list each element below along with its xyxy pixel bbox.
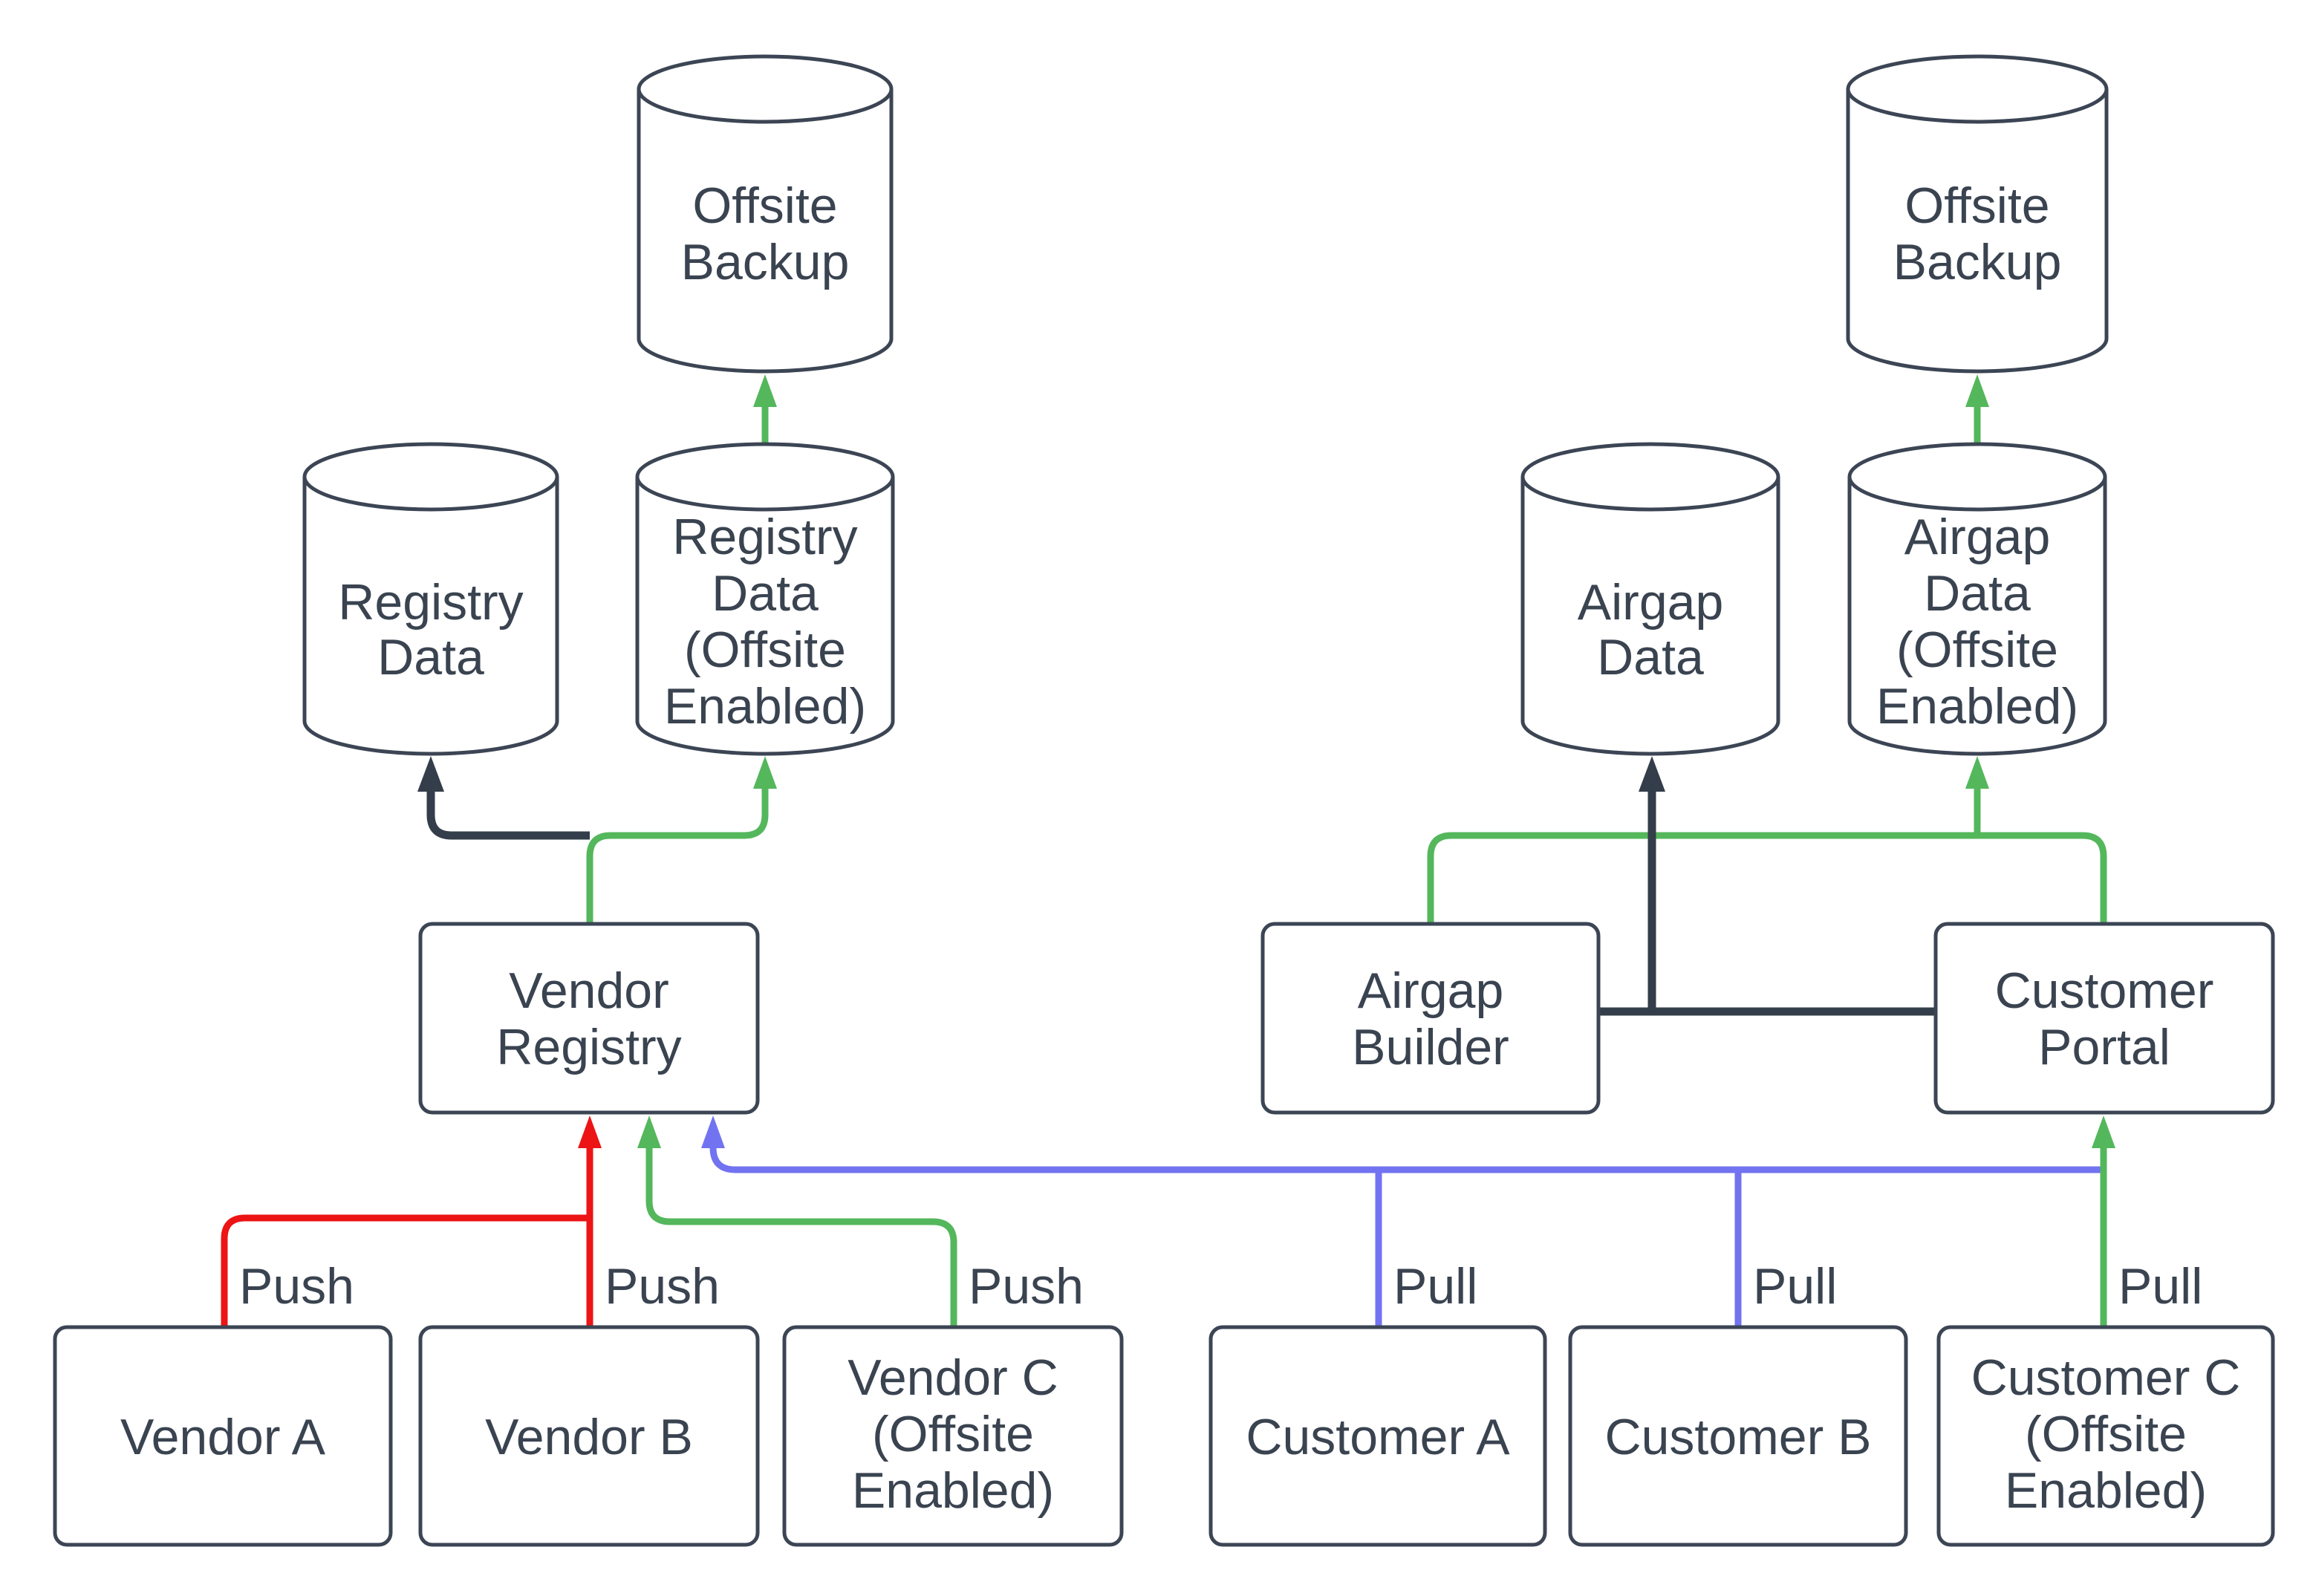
customer-portal-label: Portal	[2038, 1019, 2170, 1075]
node-customer-b: Customer B	[1568, 1325, 1908, 1547]
edge-vendor-b-push	[578, 1115, 602, 1327]
offsite-backup-right-label: Offsite	[1904, 177, 2049, 234]
edge-registry-data-offsite-line	[586, 787, 769, 924]
edge-label-pull-customer-a: Pull	[1393, 1258, 1477, 1315]
node-customer-a: Customer A	[1208, 1325, 1547, 1547]
arrowhead-into-offsite-backup-right	[1965, 374, 1989, 407]
airgap-data-offsite-cylinder	[1847, 442, 2107, 756]
edge-portal-to-builder-line	[1427, 832, 2107, 924]
arrowhead-into-customer-portal	[2092, 1115, 2115, 1148]
offsite-backup-right-label: Backup	[1893, 234, 2062, 290]
airgap-data-label: Airgap	[1578, 574, 1724, 631]
edge-pull-trunk-line	[709, 1144, 2104, 1173]
vendor-c-label: (Offsite	[872, 1406, 1034, 1462]
arrowhead-into-offsite-backup-left	[753, 374, 777, 407]
node-airgap-data: Airgap Data	[1520, 442, 1780, 756]
customer-b-label: Customer B	[1605, 1409, 1872, 1465]
vendor-c-label: Enabled)	[852, 1462, 1054, 1519]
node-airgap-builder: Airgap Builder	[1260, 922, 1601, 1115]
arrowhead-into-registry-data-offsite	[753, 756, 777, 789]
customer-b-box	[1568, 1325, 1908, 1547]
customer-portal-box	[1933, 922, 2275, 1115]
node-vendor-c: Vendor C (Offsite Enabled)	[782, 1325, 1124, 1547]
edge-registry-data-line	[426, 790, 590, 840]
arrowhead-into-vendor-registry-red	[578, 1115, 602, 1148]
vendor-registry-label: Registry	[496, 1019, 681, 1075]
registry-data-label: Data	[377, 629, 484, 685]
registry-data-offsite-label: Enabled)	[664, 678, 866, 735]
vendor-registry-box	[418, 922, 760, 1115]
node-vendor-a: Vendor A	[53, 1325, 393, 1547]
airgap-data-offsite-label: Enabled)	[1876, 678, 2078, 735]
registry-data-label: Registry	[338, 574, 523, 631]
vendor-a-box	[53, 1325, 393, 1547]
registry-data-offsite-cylinder	[635, 442, 895, 756]
customer-c-label: Customer C	[1971, 1349, 2241, 1406]
airgap-builder-label: Builder	[1352, 1019, 1509, 1075]
edge-customer-c-pull	[2092, 1115, 2115, 1327]
registry-data-cylinder	[302, 442, 559, 756]
node-customer-portal: Customer Portal	[1933, 922, 2275, 1115]
edge-to-offsite-backup-right	[1965, 374, 1989, 444]
node-vendor-registry: Vendor Registry	[418, 922, 760, 1115]
registry-data-offsite-label: Registry	[672, 509, 857, 565]
customer-a-label: Customer A	[1246, 1409, 1510, 1465]
edge-vendor-a-push-line	[221, 1214, 590, 1327]
customer-portal-label: Customer	[1995, 963, 2214, 1019]
arrowhead-into-registry-data	[417, 756, 444, 792]
node-registry-data-offsite: Registry Data (Offsite Enabled)	[635, 442, 895, 756]
edge-customers-pull-trunk	[701, 1115, 2104, 1327]
node-offsite-backup-left: Offsite Backup	[637, 54, 894, 374]
airgap-builder-box	[1260, 922, 1601, 1115]
customer-c-label: Enabled)	[2005, 1462, 2207, 1519]
edge-label-push-vendor-c: Push	[969, 1258, 1084, 1315]
airgap-data-offsite-label: Airgap	[1904, 509, 2051, 565]
vendor-c-box	[782, 1325, 1124, 1547]
offsite-backup-left-cylinder	[637, 54, 894, 374]
arrowhead-into-vendor-registry-green	[637, 1115, 661, 1148]
arrowhead-into-vendor-registry-blue	[701, 1115, 725, 1148]
edge-registry-to-registry-data-offsite	[586, 756, 777, 924]
edge-label-push-vendor-b: Push	[605, 1258, 720, 1315]
offsite-backup-right-cylinder	[1846, 54, 2109, 374]
edge-vendor-a-push	[221, 1214, 590, 1327]
airgap-data-label: Data	[1597, 629, 1704, 685]
node-offsite-backup-right: Offsite Backup	[1846, 54, 2109, 374]
offsite-backup-left-label: Backup	[681, 234, 850, 290]
airgap-builder-label: Airgap	[1358, 963, 1504, 1019]
customer-c-box	[1936, 1325, 2275, 1547]
vendor-b-box	[418, 1325, 760, 1547]
node-vendor-b: Vendor B	[418, 1325, 760, 1547]
arrowhead-into-airgap-data-offsite	[1965, 756, 1989, 789]
vendor-c-label: Vendor C	[848, 1349, 1058, 1406]
vendor-b-label: Vendor B	[485, 1409, 693, 1465]
customer-c-label: (Offsite	[2025, 1406, 2187, 1462]
vendor-registry-label: Vendor	[509, 963, 669, 1019]
edge-label-pull-customer-c: Pull	[2118, 1258, 2202, 1315]
edge-portal-green-trunk	[1427, 756, 2107, 924]
arrowhead-into-airgap-data	[1639, 756, 1665, 792]
edge-vendor-c-push	[637, 1115, 957, 1327]
customer-a-box	[1208, 1325, 1547, 1547]
edge-label-push-vendor-a: Push	[239, 1258, 354, 1315]
airgap-data-offsite-label: Data	[1924, 565, 2031, 622]
edge-vendor-c-push-line	[645, 1147, 957, 1327]
registry-data-offsite-label: Data	[712, 565, 819, 622]
edge-registry-to-registry-data	[417, 756, 590, 840]
offsite-backup-left-label: Offsite	[692, 177, 837, 234]
node-registry-data: Registry Data	[302, 442, 559, 756]
node-airgap-data-offsite: Airgap Data (Offsite Enabled)	[1847, 442, 2107, 756]
edge-builder-portal-to-airgap-data	[1598, 756, 1936, 1016]
edge-to-offsite-backup-left	[753, 374, 777, 444]
airgap-data-offsite-label: (Offsite	[1896, 622, 2058, 678]
registry-data-offsite-label: (Offsite	[684, 622, 846, 678]
edge-label-pull-customer-b: Pull	[1753, 1258, 1837, 1315]
airgap-data-cylinder	[1520, 442, 1780, 756]
vendor-a-label: Vendor A	[120, 1409, 326, 1465]
node-customer-c: Customer C (Offsite Enabled)	[1936, 1325, 2275, 1547]
